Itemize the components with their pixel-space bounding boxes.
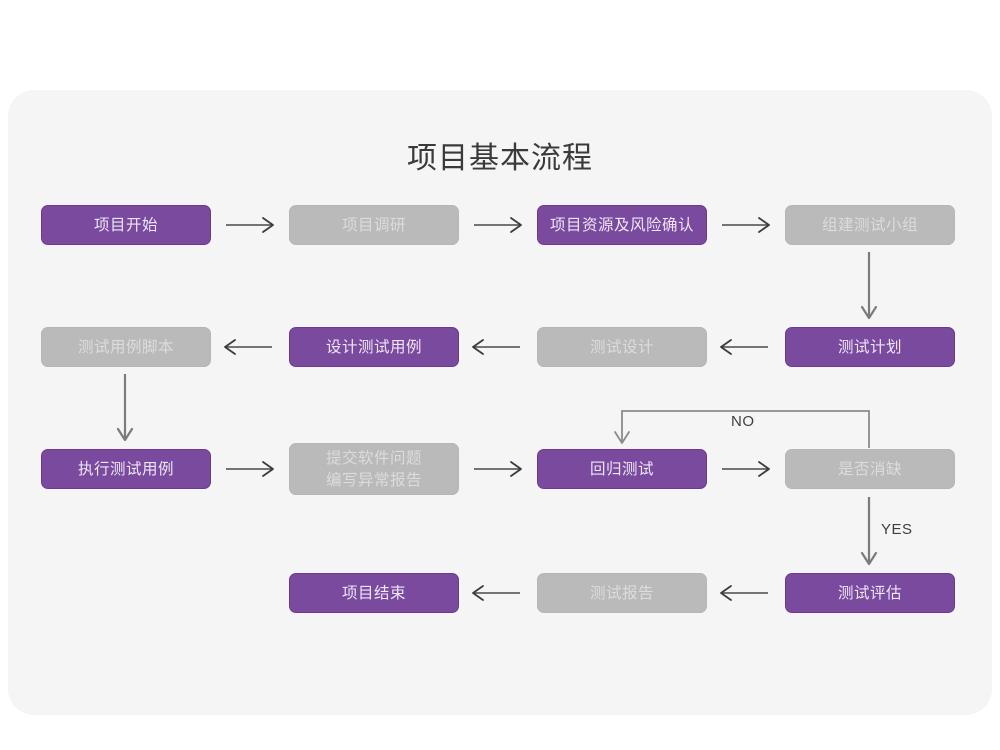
- node-design-test-case[interactable]: 设计测试用例: [289, 327, 459, 367]
- edge-label-no: NO: [731, 413, 755, 430]
- node-test-design[interactable]: 测试设计: [537, 327, 707, 367]
- node-test-plan[interactable]: 测试计划: [785, 327, 955, 367]
- node-regression-test[interactable]: 回归测试: [537, 449, 707, 489]
- node-form-test-team[interactable]: 组建测试小组: [785, 205, 955, 245]
- node-project-start[interactable]: 项目开始: [41, 205, 211, 245]
- page-title: 项目基本流程: [407, 141, 593, 176]
- node-execute-test-case[interactable]: 执行测试用例: [41, 449, 211, 489]
- node-submit-defect-report[interactable]: 提交软件问题 编写异常报告: [289, 443, 459, 495]
- node-defect-cleared-check[interactable]: 是否消缺: [785, 449, 955, 489]
- edge-label-yes: YES: [881, 521, 913, 538]
- node-test-evaluation[interactable]: 测试评估: [785, 573, 955, 613]
- node-project-research[interactable]: 项目调研: [289, 205, 459, 245]
- node-project-end[interactable]: 项目结束: [289, 573, 459, 613]
- node-test-case-script[interactable]: 测试用例脚本: [41, 327, 211, 367]
- flowchart-card: [8, 90, 992, 715]
- node-resource-risk-confirm[interactable]: 项目资源及风险确认: [537, 205, 707, 245]
- node-test-report[interactable]: 测试报告: [537, 573, 707, 613]
